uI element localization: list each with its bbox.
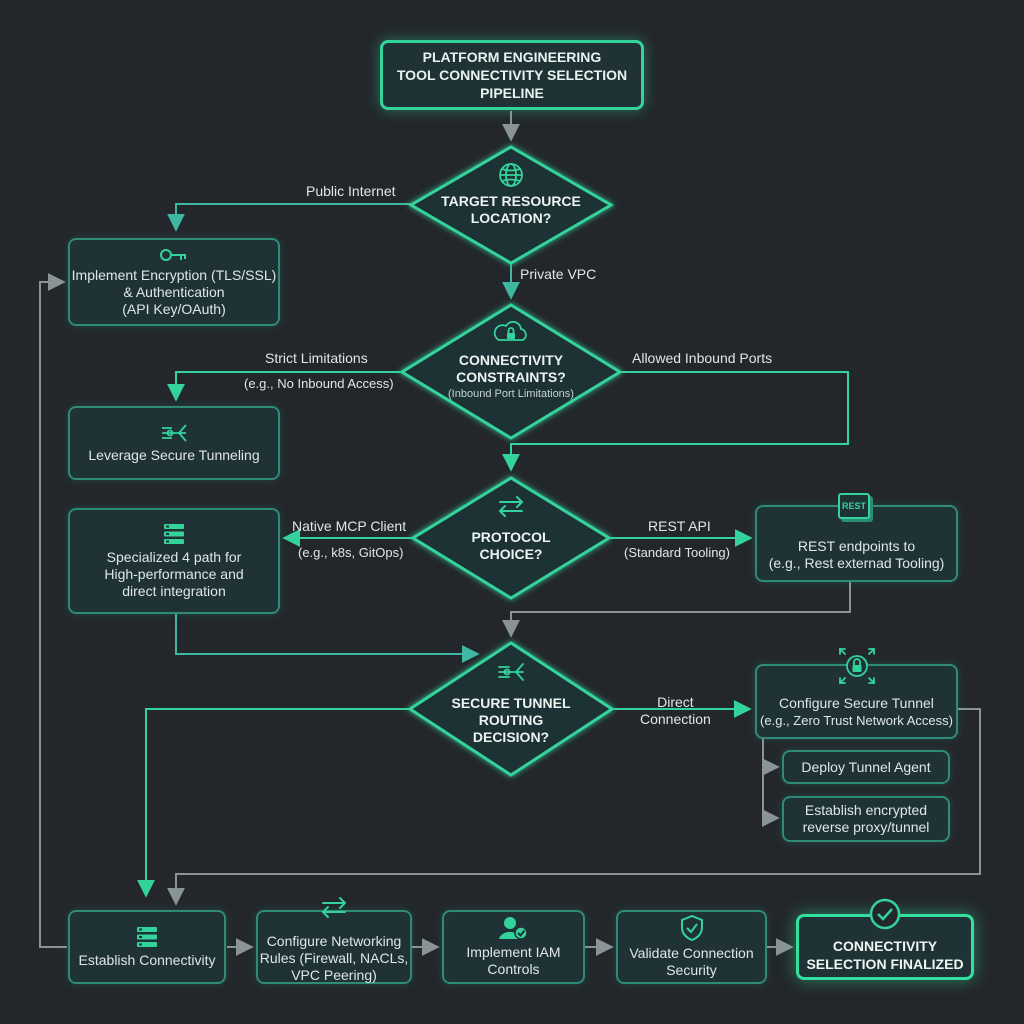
globe-icon	[499, 163, 523, 187]
decision-routing[interactable]: SECURE TUNNEL ROUTING DECISION?	[436, 692, 586, 748]
node-tunneling[interactable]: Leverage Secure Tunneling	[68, 406, 280, 480]
title-line: TOOL CONNECTIVITY SELECTION	[396, 67, 628, 83]
node-establish-proxy[interactable]: Establish encrypted reverse proxy/tunnel	[782, 796, 950, 842]
check-circle-icon	[869, 898, 901, 930]
title-line: PLATFORM ENGINEERING	[422, 49, 602, 65]
label-strict-limitations: Strict Limitations	[265, 350, 368, 366]
node-text: Implement Encryption (TLS/SSL)	[71, 266, 277, 283]
node-text: Deploy Tunnel Agent	[801, 758, 931, 775]
decision-question: DECISION?	[472, 728, 550, 745]
node-text: High-performance and	[104, 565, 244, 582]
label-strict-sub: (e.g., No Inbound Access)	[244, 376, 394, 391]
decision-question: CONSTRAINTS?	[456, 368, 566, 385]
label-public-internet: Public Internet	[306, 183, 396, 199]
node-establish-connectivity[interactable]: Establish Connectivity	[68, 910, 226, 984]
decision-question: TARGET RESOURCE	[441, 193, 581, 209]
decision-protocol[interactable]: PROTOCOL CHOICE?	[441, 526, 581, 566]
decision-constraints-shape	[399, 303, 623, 440]
title-line: PIPELINE	[480, 85, 544, 101]
key-icon	[160, 248, 186, 261]
node-text: (e.g., Zero Trust Network Access)	[760, 712, 953, 728]
node-text: REST endpoints to	[797, 537, 916, 554]
lock-network-icon	[839, 648, 875, 684]
user-check-icon	[498, 917, 528, 940]
node-implement-iam[interactable]: Implement IAM Controls	[442, 910, 585, 984]
decision-routing-shape	[407, 641, 615, 777]
node-text: Implement IAM	[466, 944, 561, 960]
server-stack-icon	[164, 523, 184, 544]
label-rest-sub: (Standard Tooling)	[624, 545, 730, 560]
node-text: Establish encrypted	[804, 802, 928, 818]
edge-routing-to-establish	[137, 708, 412, 898]
node-text: Specialized 4 path for	[106, 548, 242, 565]
node-text: Leverage Secure Tunneling	[88, 446, 260, 463]
decision-question: CHOICE?	[479, 546, 543, 562]
node-text: (e.g., Rest externad Tooling)	[768, 554, 945, 571]
decision-constraints[interactable]: CONNECTIVITY CONSTRAINTS? (Inbound Port …	[431, 350, 591, 402]
decision-subtext: (Inbound Port Limitations)	[448, 387, 574, 400]
label-native-sub: (e.g., k8s, GitOps)	[298, 545, 404, 560]
node-text: SELECTION FINALIZED	[806, 956, 964, 972]
label-private-vpc: Private VPC	[520, 266, 597, 282]
label-rest-api: REST API	[648, 518, 711, 534]
label-allowed-inbound: Allowed Inbound Ports	[632, 350, 773, 366]
rest-badge-text: REST	[841, 501, 866, 511]
swap-arrows-icon	[498, 496, 524, 517]
decision-question: PROTOCOL	[471, 529, 551, 545]
label-native-mcp: Native MCP Client	[292, 518, 407, 534]
node-text: (API Key/OAuth)	[122, 300, 226, 317]
edge-strict-limitations	[167, 371, 404, 402]
node-encryption[interactable]: Implement Encryption (TLS/SSL) & Authent…	[68, 238, 280, 326]
node-validate-security[interactable]: Validate Connection Security	[616, 910, 767, 984]
label-line: Direct	[657, 694, 694, 710]
decision-question: SECURE TUNNEL	[451, 694, 571, 711]
server-stack-icon	[137, 926, 157, 947]
node-text: direct integration	[122, 582, 226, 599]
node-text: Controls	[487, 961, 540, 977]
edge-rest-to-routing	[502, 582, 851, 638]
node-text: VPC Peering)	[291, 966, 377, 983]
tunnel-icon	[162, 423, 187, 442]
decision-question: ROUTING	[478, 711, 544, 728]
node-text: Configure Networking	[266, 932, 402, 949]
node-specialized[interactable]: Specialized 4 path for High-performance …	[68, 508, 280, 614]
label-direct-connection: Direct Connection	[640, 694, 711, 728]
edge-public-internet	[167, 203, 412, 232]
node-text: CONNECTIVITY	[832, 938, 938, 954]
pipeline-title: PLATFORM ENGINEERING TOOL CONNECTIVITY S…	[380, 40, 644, 110]
decision-question: CONNECTIVITY	[458, 351, 564, 368]
cloud-lock-icon	[493, 320, 527, 341]
label-line: Connection	[640, 711, 711, 727]
edge-tunnel-to-establish	[167, 708, 981, 906]
shield-check-icon	[680, 915, 703, 941]
node-text: Validate Connection	[629, 945, 754, 961]
node-text: Configure Secure Tunnel	[779, 694, 934, 711]
edge-specialized-to-routing	[175, 614, 480, 663]
node-text: & Authentication	[123, 283, 225, 300]
node-text: Security	[666, 962, 717, 978]
edge-loop-back-to-encryption	[39, 273, 67, 948]
decision-question: LOCATION?	[470, 210, 552, 226]
decision-protocol-shape	[410, 476, 612, 600]
node-deploy-agent[interactable]: Deploy Tunnel Agent	[782, 750, 950, 784]
decision-location[interactable]: TARGET RESOURCE LOCATION?	[436, 188, 586, 232]
node-text: reverse proxy/tunnel	[802, 819, 930, 835]
node-configure-networking[interactable]: Configure Networking Rules (Firewall, NA…	[256, 910, 412, 984]
tunnel-icon	[498, 663, 524, 681]
node-text: Establish Connectivity	[78, 951, 216, 968]
edge-allowed-inbound	[502, 371, 849, 472]
decision-location-shape	[408, 145, 614, 265]
node-text: Rules (Firewall, NACLs,	[259, 949, 409, 966]
rest-badge-icon: REST	[838, 493, 870, 519]
swap-arrows-icon	[321, 897, 347, 918]
